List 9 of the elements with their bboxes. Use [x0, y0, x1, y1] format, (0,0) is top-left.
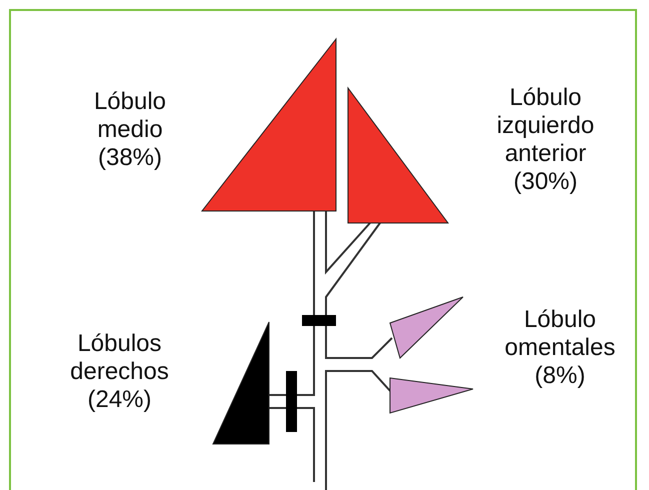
lobe-triangle: [202, 39, 336, 211]
lobe-label: Lóbulos derechos (24%): [69, 330, 170, 414]
lobe-label: Lóbulo izquierdo anterior (30%): [496, 84, 596, 196]
lobe-triangle: [348, 88, 448, 223]
lobe-triangle: [213, 322, 269, 444]
lobe-label: Lóbulo medio (38%): [92, 88, 168, 172]
lobe-triangle: [390, 378, 473, 413]
lobe-label: Lóbulo omentales (8%): [504, 306, 616, 390]
lobe-triangle: [390, 297, 463, 358]
